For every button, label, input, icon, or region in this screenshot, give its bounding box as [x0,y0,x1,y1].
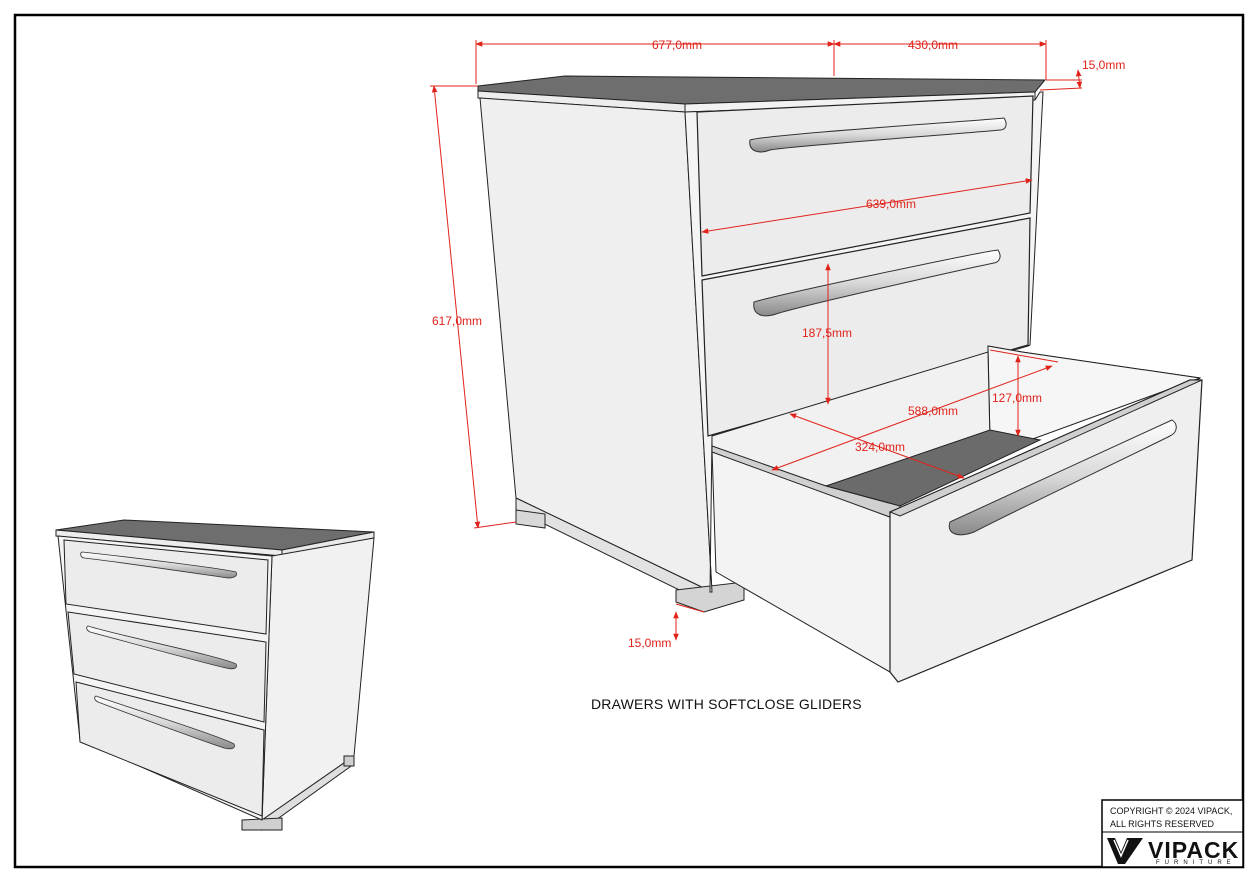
title-block: COPYRIGHT © 2024 VIPACK, ALL RIGHTS RESE… [1101,799,1244,868]
dim-top-thickness: 15,0mm [1082,58,1125,72]
brand-logo: VIPACK FURNITURE [1107,837,1239,866]
sheet-border [13,13,1245,869]
dim-drawer-inner-depth: 324,0mm [855,440,905,454]
main-side-panel [479,97,713,593]
main-drawer-2-handle [753,249,1001,317]
main-drawer-1-handle [749,117,1007,153]
preview-leg-front [241,817,283,831]
dim-drawer-front-height: 187,5mm [802,326,852,340]
dim-drawer-inner-width: 588,0mm [908,404,958,418]
preview-drawer-3-handle [94,695,235,750]
main-leg-back [515,509,546,529]
dimension-lines [430,40,1083,641]
caption: DRAWERS WITH SOFTCLOSE GLIDERS [591,696,862,712]
dim-height: 617,0mm [432,314,482,328]
copyright-line-2: ALL RIGHTS RESERVED [1110,819,1215,829]
preview-leg-right [343,755,355,767]
preview-dresser-drawing [55,519,375,831]
preview-drawer-1-front [63,539,269,635]
dim-drawer-inner-height: 127,0mm [992,391,1042,405]
brand-name: VIPACK [1148,837,1239,863]
preview-side-panel [261,537,375,821]
preview-drawer-2-handle [86,625,237,670]
dim-total-width: 677,0mm [652,38,702,52]
preview-drawer-3-front [75,681,265,817]
preview-drawer-1-handle [80,551,237,579]
dim-leg-height: 15,0mm [628,636,671,650]
dim-depth: 430,0mm [908,38,958,52]
main-leg-front [675,581,745,613]
main-drawer-3-handle [948,419,1177,536]
main-dresser-drawing: 677,0mm 430,0mm 15,0mm 617,0mm 639,0mm 1… [430,38,1203,683]
copyright-line-1: COPYRIGHT © 2024 VIPACK, [1110,806,1232,816]
dim-inner-front-width: 639,0mm [866,197,916,211]
brand-tagline: FURNITURE [1156,860,1236,866]
